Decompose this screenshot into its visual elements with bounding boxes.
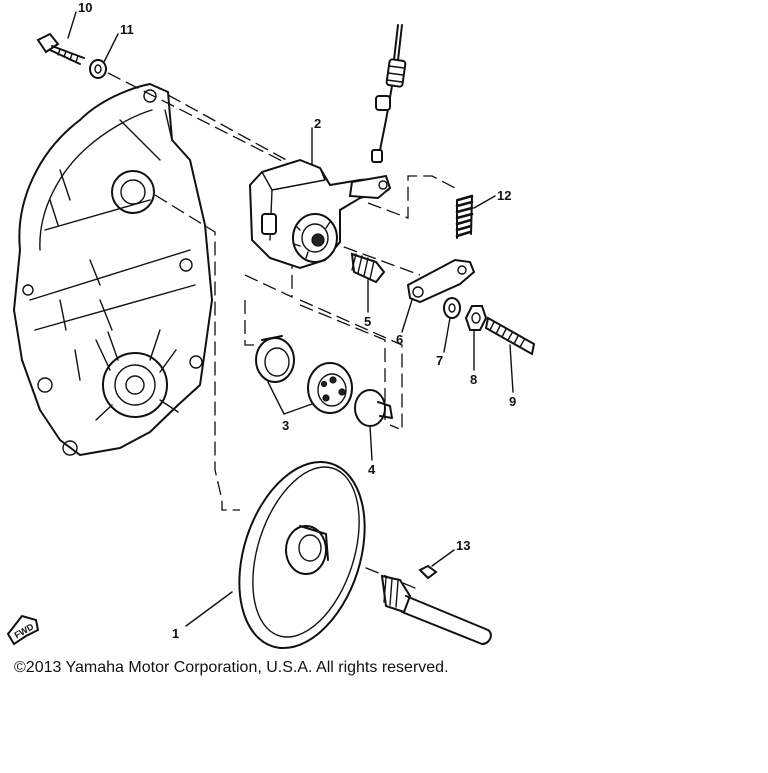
crankcase-housing [13, 83, 213, 456]
key-13 [418, 564, 438, 580]
nut-8 [464, 305, 488, 331]
oil-pump-body-2 [248, 158, 392, 270]
spring-12 [455, 194, 474, 239]
washer-7 [443, 297, 461, 319]
plunger-4 [354, 389, 393, 427]
fwd-arrow-icon: FWD [6, 614, 40, 646]
worm-gear-5 [350, 252, 386, 284]
part-number-3: 3 [282, 418, 289, 433]
pump-rotor-3 [255, 335, 353, 414]
copyright-notice: ©2013 Yamaha Motor Corporation, U.S.A. A… [14, 659, 449, 676]
part-number-9: 9 [509, 394, 516, 409]
bolt-10 [36, 32, 85, 65]
part-number-2: 2 [314, 116, 321, 131]
throttle-cable [371, 24, 407, 163]
reference-lines [107, 72, 456, 591]
screw-9 [484, 316, 536, 356]
part-number-4: 4 [368, 462, 376, 477]
part-number-8: 8 [470, 372, 477, 387]
part-number-12: 12 [497, 188, 511, 203]
part-number-13: 13 [456, 538, 470, 553]
leader-lines [67, 11, 514, 627]
part-number-10: 10 [78, 0, 92, 15]
part-number-1: 1 [172, 626, 179, 641]
part-number-6: 6 [396, 332, 403, 347]
lever-6 [406, 258, 476, 304]
drive-shaft [380, 574, 492, 645]
pulley-sheave-1 [238, 460, 366, 650]
washer-11 [89, 59, 107, 79]
part-numbers: 10 11 2 12 5 6 7 8 9 3 4 1 13 [78, 0, 516, 641]
part-number-7: 7 [436, 353, 443, 368]
part-number-5: 5 [364, 314, 371, 329]
part-number-11: 11 [120, 22, 134, 37]
